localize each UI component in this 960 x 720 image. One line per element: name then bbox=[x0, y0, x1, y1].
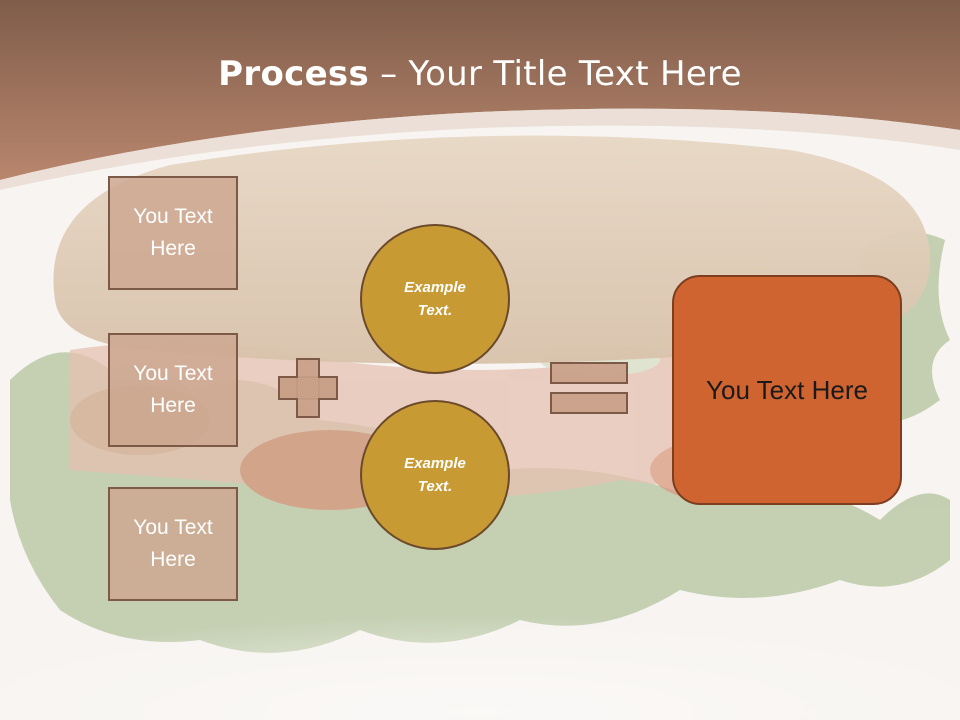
circle-bottom[interactable]: Example Text. bbox=[360, 400, 510, 550]
left-box-2-label: You Text Here bbox=[133, 362, 213, 417]
slide-title[interactable]: Process – Your Title Text Here bbox=[0, 52, 960, 96]
header-band bbox=[0, 0, 960, 190]
result-box[interactable]: You Text Here bbox=[672, 275, 902, 505]
left-box-1-label: You Text Here bbox=[133, 205, 213, 260]
result-box-label: You Text Here bbox=[706, 374, 868, 405]
left-box-2[interactable]: You Text Here bbox=[108, 333, 238, 447]
circle-top-label: Example Text. bbox=[404, 279, 466, 319]
left-box-3[interactable]: You Text Here bbox=[108, 487, 238, 601]
left-box-1[interactable]: You Text Here bbox=[108, 176, 238, 290]
circle-bottom-label: Example Text. bbox=[404, 455, 466, 495]
title-bold: Process bbox=[218, 54, 370, 94]
left-box-3-label: You Text Here bbox=[133, 516, 213, 571]
title-rest: – Your Title Text Here bbox=[369, 54, 742, 94]
circle-top[interactable]: Example Text. bbox=[360, 224, 510, 374]
